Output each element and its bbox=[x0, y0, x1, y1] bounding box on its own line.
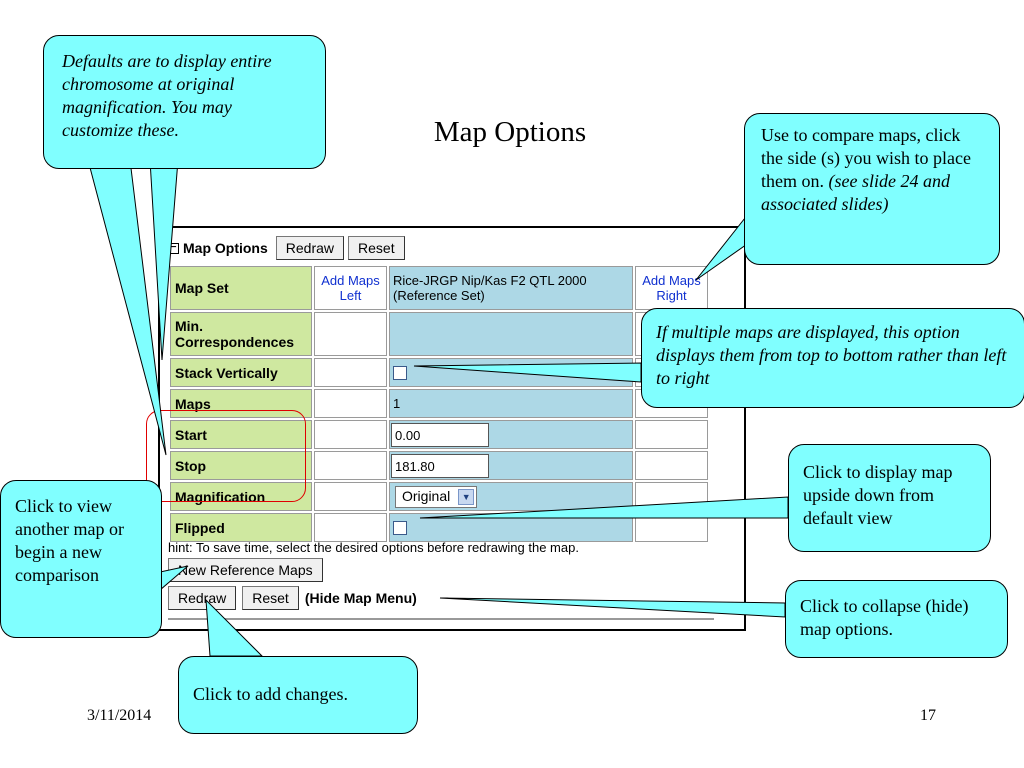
callout-new-map-text: Click to view another map or begin a new… bbox=[15, 496, 124, 585]
callout-defaults-text: Defaults are to display entire chromosom… bbox=[62, 51, 272, 140]
table-row: Stack Vertically bbox=[170, 358, 708, 387]
new-reference-maps-button[interactable]: New Reference Maps bbox=[168, 558, 323, 582]
callout-defaults: Defaults are to display entire chromosom… bbox=[43, 35, 326, 169]
callout-collapse: Click to collapse (hide) map options. bbox=[785, 580, 1008, 658]
start-left-cell bbox=[314, 420, 387, 449]
start-input[interactable]: 0.00 bbox=[391, 422, 489, 447]
flipped-right-cell bbox=[635, 513, 708, 542]
redraw-hint: hint: To save time, select the desired o… bbox=[168, 540, 579, 555]
redraw-button[interactable]: Redraw bbox=[275, 236, 345, 260]
slide-title: Map Options bbox=[433, 116, 587, 148]
flipped-checkbox[interactable] bbox=[393, 521, 407, 536]
row-label-stack-vertically: Stack Vertically bbox=[170, 358, 312, 387]
map-options-table: Map Set Add Maps Left Rice-JRGP Nip/Kas … bbox=[168, 264, 710, 544]
stack-left-cell bbox=[314, 358, 387, 387]
add-maps-left-link[interactable]: Add Maps Left bbox=[314, 266, 387, 310]
row-label-start: Start bbox=[170, 420, 312, 449]
start-ref-cell: 0.00 bbox=[389, 420, 633, 449]
reset-button[interactable]: Reset bbox=[348, 236, 405, 260]
table-row: Stop 181.80 bbox=[170, 451, 708, 480]
table-row: Min. Correspondences bbox=[170, 312, 708, 356]
add-maps-right-link[interactable]: Add Maps Right bbox=[635, 266, 708, 310]
chevron-down-icon[interactable]: ▼ bbox=[458, 488, 475, 505]
min-corr-left-cell bbox=[314, 312, 387, 356]
divider bbox=[168, 618, 714, 620]
flipped-ref-cell bbox=[389, 513, 633, 542]
stack-ref-cell bbox=[389, 358, 633, 387]
magnification-left-cell bbox=[314, 482, 387, 511]
row-label-flipped: Flipped bbox=[170, 513, 312, 542]
slide-page-number: 17 bbox=[920, 707, 936, 724]
magnification-select[interactable]: Original ▼ bbox=[395, 485, 478, 508]
table-row: Map Set Add Maps Left Rice-JRGP Nip/Kas … bbox=[170, 266, 708, 310]
callout-add-changes: Click to add changes. bbox=[178, 656, 418, 734]
callout-stack: If multiple maps are displayed, this opt… bbox=[641, 308, 1024, 408]
stop-input[interactable]: 181.80 bbox=[391, 453, 489, 478]
table-row: Start 0.00 bbox=[170, 420, 708, 449]
magnification-ref-cell: Original ▼ bbox=[389, 482, 633, 511]
hide-map-menu-link[interactable]: (Hide Map Menu) bbox=[304, 590, 417, 606]
row-label-map-set: Map Set bbox=[170, 266, 312, 310]
callout-compare-note: (see slide 24 and associated slides) bbox=[761, 171, 950, 214]
row-label-stop: Stop bbox=[170, 451, 312, 480]
maps-left-cell bbox=[314, 389, 387, 418]
callout-new-map: Click to view another map or begin a new… bbox=[0, 480, 162, 638]
row-label-min-correspondences: Min. Correspondences bbox=[170, 312, 312, 356]
row-label-maps: Maps bbox=[170, 389, 312, 418]
new-reference-row: New Reference Maps bbox=[168, 558, 323, 582]
table-row: Flipped bbox=[170, 513, 708, 542]
callout-add-changes-text: Click to add changes. bbox=[193, 684, 348, 704]
magnification-selected-value: Original bbox=[402, 488, 451, 504]
map-options-title: Map Options bbox=[183, 240, 268, 256]
collapse-minus-icon[interactable]: − bbox=[168, 242, 179, 254]
flipped-left-cell bbox=[314, 513, 387, 542]
bottom-reset-button[interactable]: Reset bbox=[242, 586, 299, 610]
min-corr-ref-cell bbox=[389, 312, 633, 356]
stop-ref-cell: 181.80 bbox=[389, 451, 633, 480]
callout-flip: Click to display map upside down from de… bbox=[788, 444, 991, 552]
slide-date: 3/11/2014 bbox=[87, 707, 152, 724]
bottom-redraw-button[interactable]: Redraw bbox=[168, 586, 237, 610]
map-options-header: − Map Options Redraw Reset bbox=[168, 236, 405, 260]
callout-collapse-text: Click to collapse (hide) map options. bbox=[800, 596, 969, 639]
stop-right-cell bbox=[635, 451, 708, 480]
defaults-highlight-oval bbox=[146, 410, 306, 502]
stack-vertically-checkbox[interactable] bbox=[393, 366, 407, 381]
callout-compare-text: Use to compare maps, click the side (s) … bbox=[761, 125, 971, 191]
reference-set-name: Rice-JRGP Nip/Kas F2 QTL 2000 (Reference… bbox=[389, 266, 633, 310]
bottom-actions: Redraw Reset (Hide Map Menu) bbox=[168, 586, 417, 610]
magnification-right-cell bbox=[635, 482, 708, 511]
callout-flip-text: Click to display map upside down from de… bbox=[803, 462, 953, 528]
callout-compare: Use to compare maps, click the side (s) … bbox=[744, 113, 1000, 265]
callout-stack-text: If multiple maps are displayed, this opt… bbox=[656, 322, 1007, 388]
start-right-cell bbox=[635, 420, 708, 449]
stop-left-cell bbox=[314, 451, 387, 480]
row-label-magnification: Magnification bbox=[170, 482, 312, 511]
table-row: Maps 1 bbox=[170, 389, 708, 418]
maps-count-value: 1 bbox=[389, 389, 633, 418]
